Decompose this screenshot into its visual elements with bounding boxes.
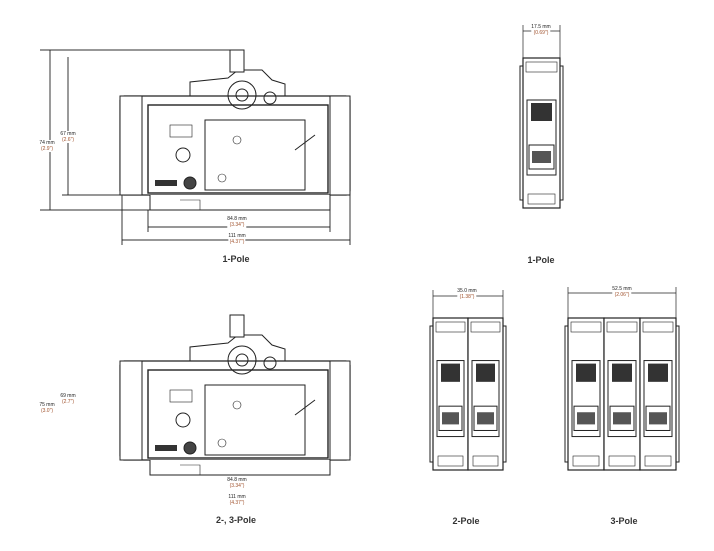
- pole-face: [526, 99, 557, 176]
- label-window: [169, 389, 193, 403]
- bus-clip: [155, 445, 177, 451]
- dim-width-front-2pole: 35.0 mm(1.38"): [457, 288, 477, 300]
- pole-terminal-screw: [532, 151, 551, 163]
- terminal-screw-bottom: [183, 441, 197, 455]
- pole-body: [432, 317, 469, 471]
- pole-face: [643, 360, 673, 438]
- mechanism-plate: [204, 384, 306, 456]
- caption-side-multipole: 2-, 3-Pole: [215, 515, 257, 525]
- end-cap-left: [119, 360, 143, 461]
- dim-height-total-1pole: 74 mm(2.9"): [39, 140, 55, 152]
- pole-top-cap: [606, 321, 638, 333]
- front-view-1pole: [519, 57, 564, 209]
- pole-bottom-clip: [608, 455, 636, 467]
- pole-terminal-screw: [613, 412, 631, 425]
- toggle-lever: [229, 314, 245, 338]
- pole-face: [571, 360, 601, 438]
- pole-handle: [476, 363, 495, 382]
- trip-bar: [294, 399, 316, 416]
- terminal-screw-top: [175, 147, 191, 163]
- pole-bottom-clip: [437, 455, 464, 467]
- top-handle-housing: [189, 69, 286, 96]
- pole-body: [467, 317, 504, 471]
- bus-clip: [155, 180, 177, 186]
- side-view-multipole: [119, 314, 351, 476]
- pole-face: [607, 360, 637, 438]
- toggle-pivot-inner: [235, 353, 249, 367]
- toggle-pivot-inner: [235, 88, 249, 102]
- pole-handle: [612, 363, 632, 382]
- pole-handle: [576, 363, 596, 382]
- pole-terminal: [645, 405, 671, 431]
- pole-body: [639, 317, 677, 471]
- pole-terminal: [609, 405, 635, 431]
- pole-body: [603, 317, 641, 471]
- inner-frame: [147, 369, 329, 459]
- pivot-screw: [263, 91, 277, 105]
- caption-front-3pole: 3-Pole: [610, 516, 638, 526]
- pole-handle: [531, 103, 552, 121]
- caption-front-2pole: 2-Pole: [452, 516, 480, 526]
- rivet-1: [232, 135, 242, 145]
- pivot-screw: [263, 356, 277, 370]
- dim-width-base-1pole: 84.8 mm(3.34"): [227, 216, 247, 228]
- front-view-2pole: [429, 317, 507, 471]
- pole-face: [471, 360, 500, 438]
- pole-handle: [648, 363, 668, 382]
- pole-top-cap: [570, 321, 602, 333]
- pole-top-cap: [435, 321, 466, 333]
- pole-terminal: [573, 405, 599, 431]
- pole-bottom-clip: [572, 455, 600, 467]
- pole-bottom-clip: [644, 455, 672, 467]
- mechanism-plate: [204, 119, 306, 191]
- rivet-1: [232, 400, 242, 410]
- pole-terminal: [438, 405, 463, 431]
- caption-side-1pole: 1-Pole: [222, 254, 250, 264]
- label-window: [169, 124, 193, 138]
- dim-width-total-1pole: 111 mm(4.37"): [228, 233, 246, 245]
- pole-terminal: [528, 144, 555, 170]
- din-latch: [180, 464, 201, 475]
- dim-height-body-1pole: 67 mm(2.6"): [60, 131, 76, 143]
- pole-terminal: [473, 405, 498, 431]
- dim-width-front-3pole: 52.5 mm(2.06"): [612, 286, 632, 298]
- trip-bar: [294, 134, 316, 151]
- pole-top-cap: [642, 321, 674, 333]
- end-cap-right: [329, 95, 351, 196]
- terminal-screw-bottom: [183, 176, 197, 190]
- pole-terminal-screw: [577, 412, 595, 425]
- pole-body: [567, 317, 605, 471]
- dim-width-total-multipole: 111 mm(4.37"): [228, 494, 246, 506]
- side-view-1pole: [119, 49, 351, 211]
- din-latch: [180, 199, 201, 210]
- pole-body: [522, 57, 561, 209]
- end-cap-right: [329, 360, 351, 461]
- pole-top-cap: [525, 61, 558, 73]
- pole-top-cap: [470, 321, 501, 333]
- front-view-3pole: [564, 317, 680, 471]
- pole-handle: [441, 363, 460, 382]
- pole-bottom-clip: [472, 455, 499, 467]
- dim-width-front-1pole: 17.5 mm(0.69"): [531, 24, 551, 36]
- din-base: [149, 195, 331, 211]
- caption-front-1pole: 1-Pole: [527, 255, 555, 265]
- pole-terminal-screw: [477, 412, 494, 425]
- terminal-screw-top: [175, 412, 191, 428]
- din-base: [149, 460, 331, 476]
- toggle-pivot: [227, 345, 257, 375]
- end-cap-left: [119, 95, 143, 196]
- dim-width-base-multipole: 84.8 mm(3.34"): [227, 477, 247, 489]
- pole-face: [436, 360, 465, 438]
- top-handle-housing: [189, 334, 286, 361]
- toggle-lever: [229, 49, 245, 73]
- pole-terminal-screw: [649, 412, 667, 425]
- dim-height-body-multipole: 69 mm(2.7"): [60, 393, 76, 405]
- pole-bottom-clip: [527, 193, 556, 205]
- dim-height-total-multipole: 75 mm(3.0"): [39, 402, 55, 414]
- rivet-2: [217, 173, 227, 183]
- toggle-pivot: [227, 80, 257, 110]
- pole-terminal-screw: [442, 412, 459, 425]
- rivet-2: [217, 438, 227, 448]
- inner-frame: [147, 104, 329, 194]
